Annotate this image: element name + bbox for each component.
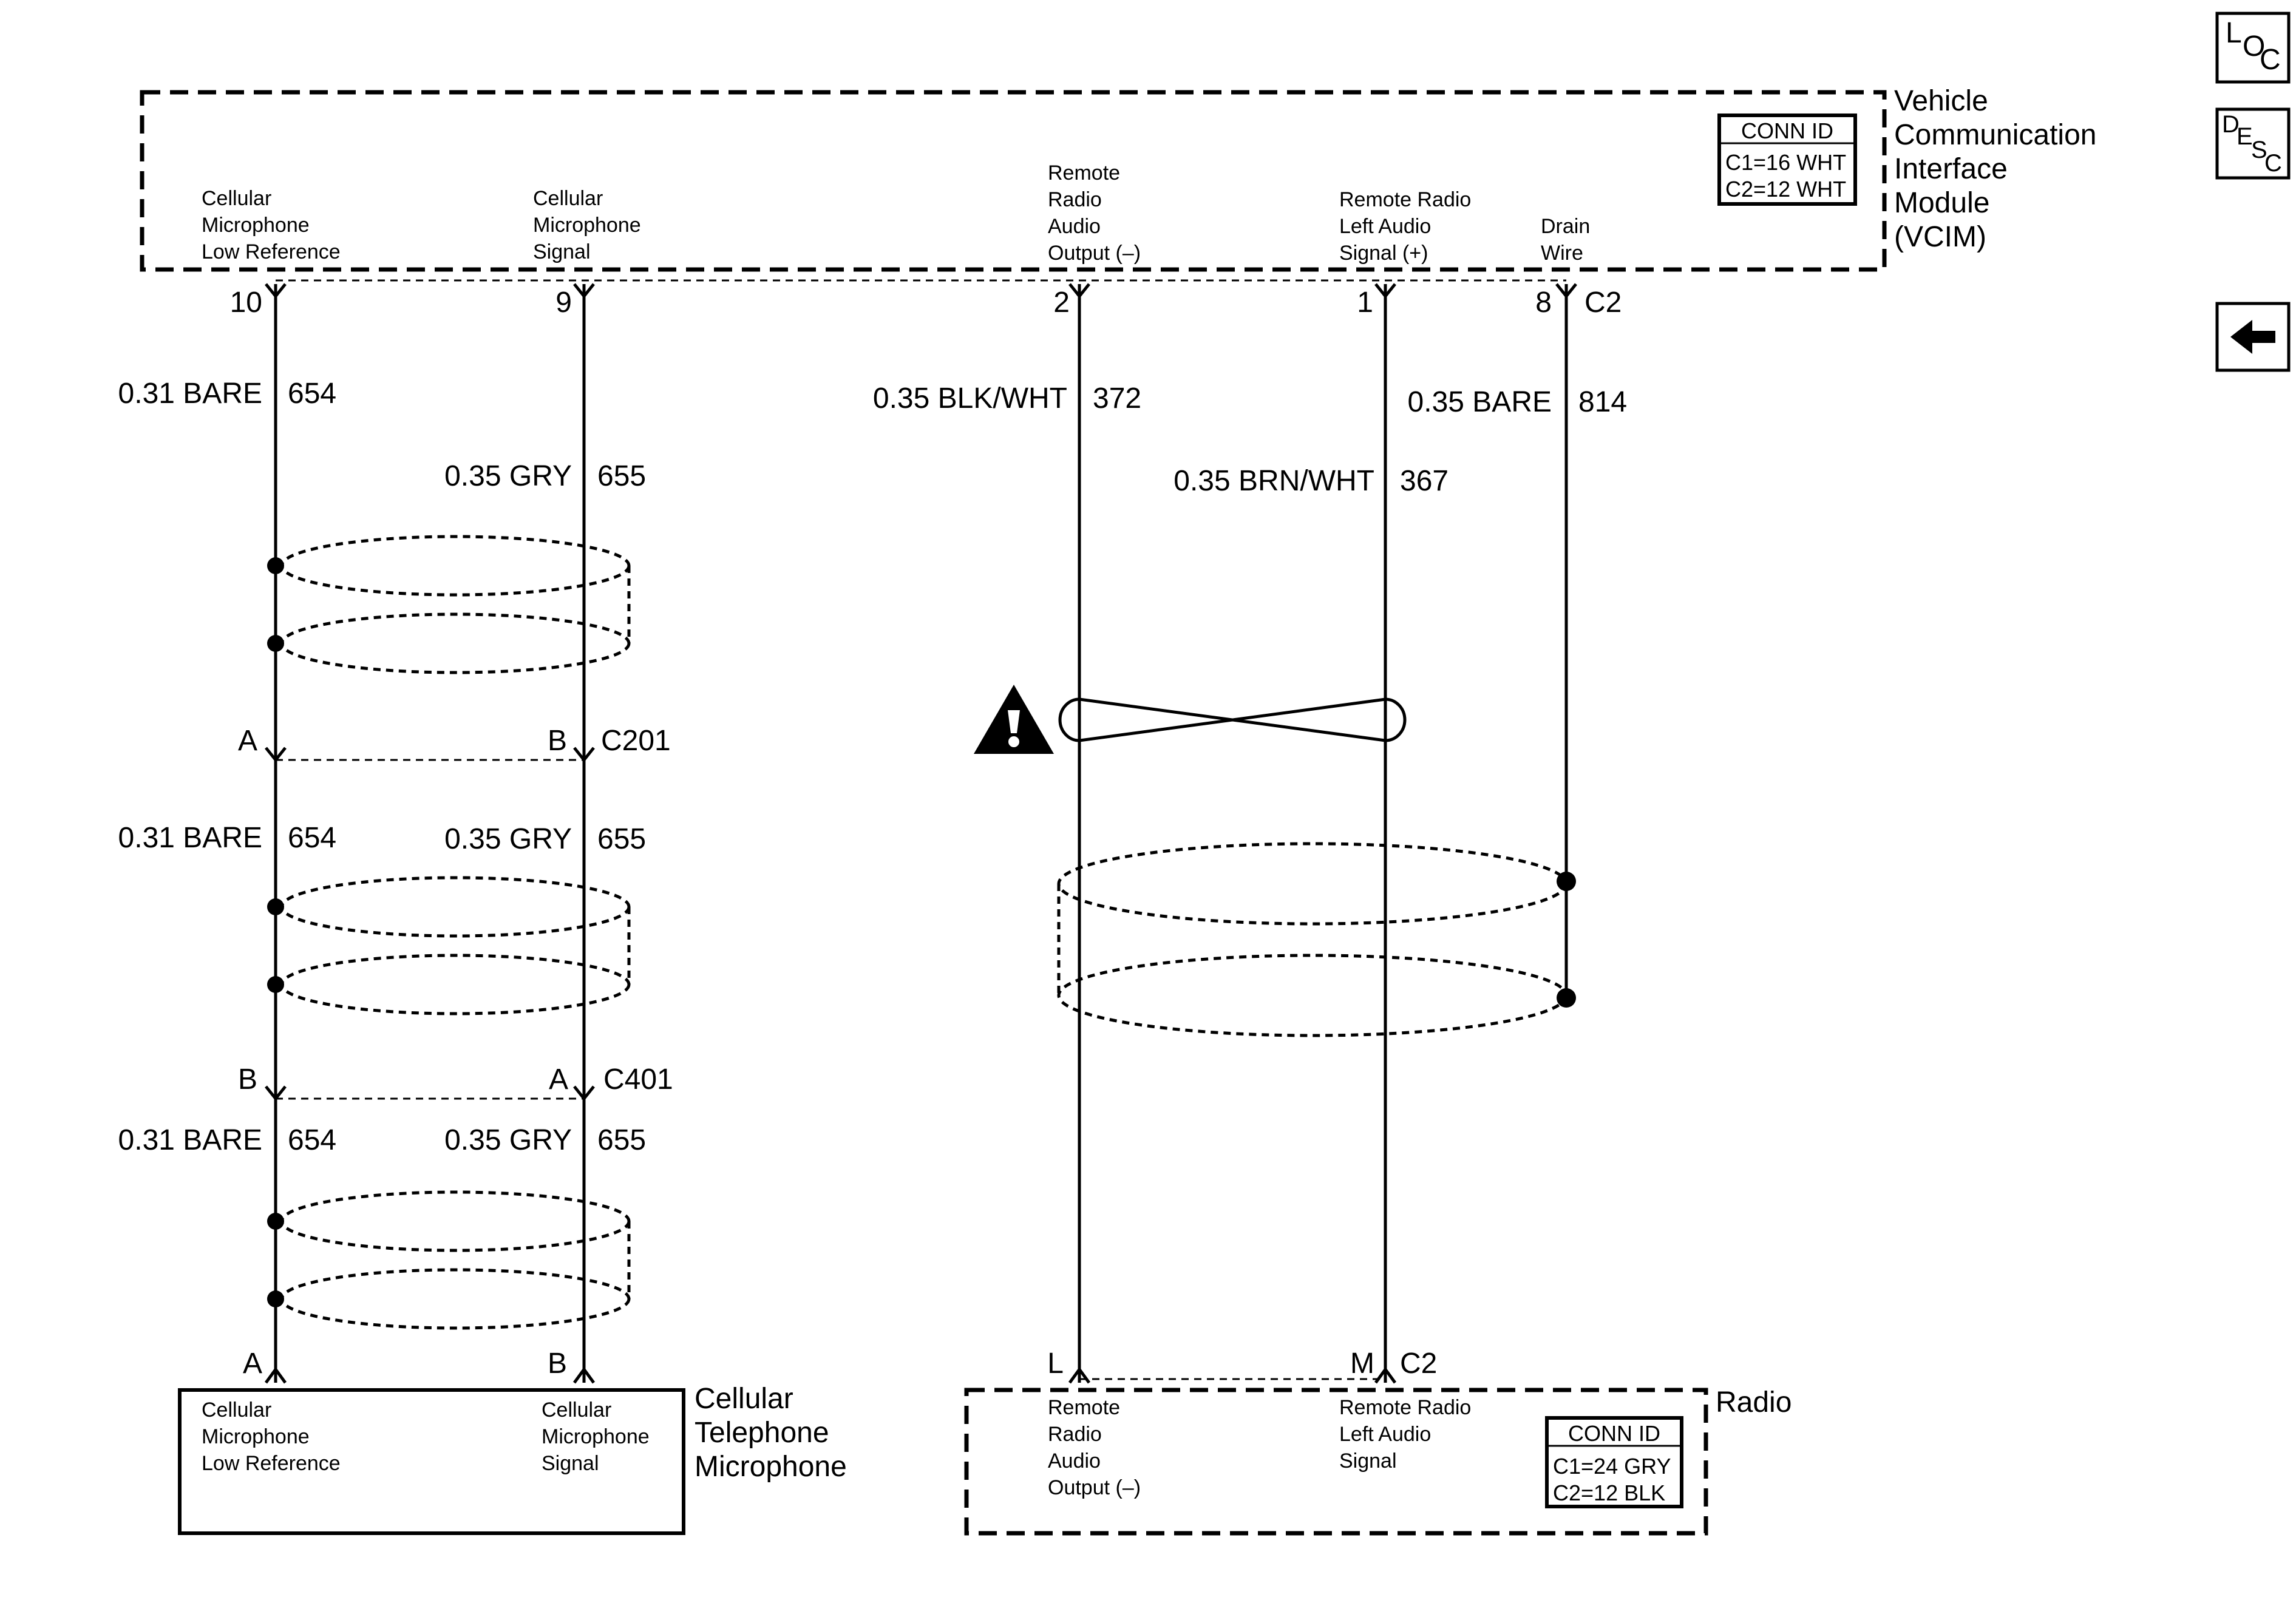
vcim-conn-id-header: CONN ID	[1741, 118, 1833, 143]
loc-letter-o: O	[2243, 30, 2265, 63]
caution-exclamation-icon	[974, 685, 1054, 754]
shield-symbol-mid	[267, 876, 631, 1015]
desc-button[interactable]: D E S C	[2215, 107, 2291, 180]
shield-symbol-bot	[267, 1190, 631, 1330]
vcim-pin-10: 10	[230, 286, 262, 319]
wire-654-circuit-top: 654	[288, 378, 336, 410]
radio-conn-id-c1: C1=24 GRY	[1553, 1454, 1671, 1479]
radio-pin-m: M	[1350, 1348, 1374, 1380]
desc-letter-e: E	[2237, 123, 2253, 150]
c401-pin-right: A	[549, 1063, 568, 1096]
arrow-left-icon	[2230, 320, 2275, 354]
wire-814-circuit: 814	[1578, 386, 1627, 418]
loc-letter-c: C	[2260, 44, 2281, 76]
radio-conn-id-header: CONN ID	[1568, 1421, 1660, 1446]
loc-letter-l: L	[2226, 17, 2242, 49]
wire-655-circuit-top: 655	[597, 460, 646, 492]
shield-symbol-top	[267, 535, 631, 674]
connector-c201: A B C201	[238, 725, 671, 763]
vcim-connector-name: C2	[1584, 286, 1622, 319]
wire-654-circuit-mid: 654	[288, 822, 336, 854]
microphone-label-right: Cellular Microphone Signal	[542, 1398, 655, 1475]
twisted-pair-symbol	[1058, 697, 1407, 742]
c201-pin-right: B	[548, 725, 567, 757]
wire-367-circuit: 367	[1400, 465, 1449, 497]
c401-name: C401	[603, 1063, 673, 1096]
microphone-pin-b: B	[548, 1348, 567, 1380]
vcim-pin8-label: Drain Wire	[1541, 215, 1596, 265]
wire-655-size-bot: 0.35 GRY	[444, 1124, 572, 1156]
c401-pin-left: B	[238, 1063, 257, 1096]
vcim-conn-id-table: CONN ID C1=16 WHT C2=12 WHT	[1717, 114, 1857, 206]
microphone-component: Cellular Microphone Low Reference Cellul…	[178, 1383, 847, 1535]
vcim-pin-2: 2	[1053, 286, 1070, 319]
wire-372-circuit: 372	[1093, 382, 1141, 415]
wire-654-circuit-bot: 654	[288, 1124, 336, 1156]
wire-655-circuit-mid: 655	[597, 823, 646, 855]
radio-label-left: Remote Radio Audio Output (–)	[1048, 1396, 1141, 1499]
radio-label-right: Remote Radio Left Audio Signal	[1339, 1396, 1477, 1473]
back-button[interactable]	[2215, 302, 2291, 372]
vcim-outline	[140, 90, 1887, 272]
vcim-pin9-label: Cellular Microphone Signal	[533, 187, 647, 263]
radio-component: Remote Radio Audio Output (–) Remote Rad…	[964, 1386, 1792, 1536]
c201-pin-left: A	[238, 725, 257, 757]
vcim-pin1-label: Remote Radio Left Audio Signal (+)	[1339, 188, 1477, 265]
wire-654-size-mid: 0.31 BARE	[118, 822, 262, 854]
c201-name: C201	[601, 725, 671, 757]
wire-654-size-top: 0.31 BARE	[118, 378, 262, 410]
vcim-pin-9: 9	[555, 286, 572, 319]
radio-conn-id-table: CONN ID C1=24 GRY C2=12 BLK	[1545, 1416, 1683, 1508]
vcim-pin10-label: Cellular Microphone Low Reference	[202, 187, 341, 263]
microphone-title: Cellular Telephone Microphone	[695, 1383, 847, 1483]
radio-pin-l: L	[1047, 1348, 1064, 1380]
loc-button[interactable]: L O C	[2215, 12, 2291, 84]
desc-letter-c: C	[2264, 150, 2282, 177]
wire-814-size: 0.35 BARE	[1408, 386, 1552, 418]
wire-654-size-bot: 0.31 BARE	[118, 1124, 262, 1156]
vcim-connector-c2: 10 9 2 1 8 C2	[230, 279, 1622, 319]
radio-pins: L M C2	[1047, 1348, 1437, 1384]
microphone-label-left: Cellular Microphone Low Reference	[202, 1398, 341, 1475]
vcim-module: Vehicle Communication Interface Module (…	[140, 85, 2105, 272]
vcim-title: Vehicle Communication Interface Module (…	[1894, 85, 2105, 253]
radio-connector-name: C2	[1400, 1348, 1437, 1380]
vcim-pin-8: 8	[1535, 286, 1552, 319]
vcim-conn-id-c1: C1=16 WHT	[1725, 150, 1846, 175]
microphone-pin-a: A	[243, 1348, 262, 1380]
vcim-pin2-label: Remote Radio Audio Output (–)	[1048, 161, 1141, 265]
wire-367-size: 0.35 BRN/WHT	[1173, 465, 1374, 497]
wire-655-circuit-bot: 655	[597, 1124, 646, 1156]
vcim-pin-1: 1	[1357, 286, 1373, 319]
radio-conn-id-c2: C2=12 BLK	[1553, 1480, 1665, 1505]
wire-655-size-mid: 0.35 GRY	[444, 823, 572, 855]
vcim-conn-id-c2: C2=12 WHT	[1725, 177, 1846, 202]
desc-letter-d: D	[2222, 111, 2240, 138]
microphone-pins: A B	[243, 1348, 596, 1384]
wire-372-size: 0.35 BLK/WHT	[873, 382, 1067, 415]
shield-symbol-radio	[1057, 842, 1576, 1037]
desc-letter-s: S	[2251, 137, 2267, 163]
wire-655-size-top: 0.35 GRY	[444, 460, 572, 492]
connector-c401: B A C401	[238, 1063, 673, 1102]
radio-title: Radio	[1716, 1386, 1792, 1419]
